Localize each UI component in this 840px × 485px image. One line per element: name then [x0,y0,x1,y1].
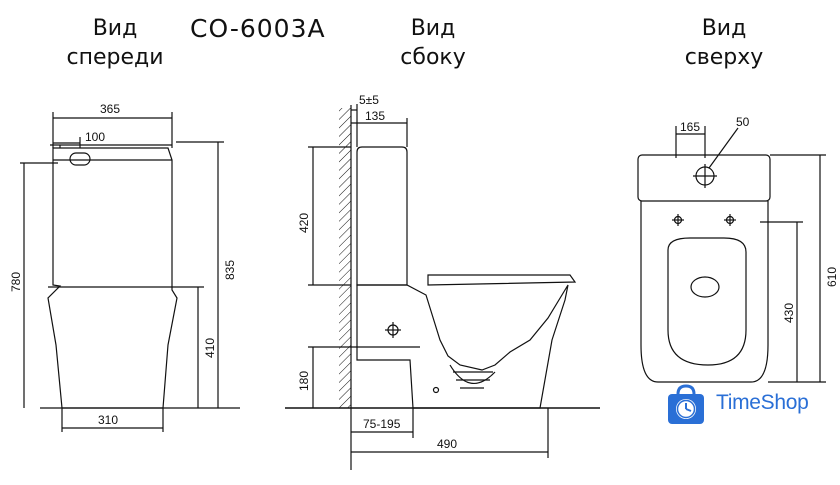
side-view-title: Вид сбоку [378,14,488,72]
front-view-title-line1: Вид [92,16,138,41]
dim-front-base-width: 310 [98,413,118,427]
side-seat [427,274,577,286]
dim-front-total-height: 835 [223,260,237,280]
dim-side-offset: 135 [365,109,385,123]
dim-side-gap: 5±5 [359,93,379,107]
top-bowl [640,201,769,383]
top-drain [690,276,720,298]
side-view-title-line2: сбоку [400,45,466,70]
clock-bag-icon [668,384,704,424]
brand-logo: TimeShop [664,382,836,428]
front-view-title-line2: спереди [66,45,164,70]
dim-top-hole-diameter: 50 [736,115,750,129]
flush-button [69,152,91,166]
top-tank [637,154,771,202]
dim-side-drain-height: 180 [297,371,311,391]
dim-side-drain-range: 75-195 [363,417,401,431]
model-number: CO-6003A [190,14,326,43]
dim-front-width: 365 [100,102,120,116]
side-trap [449,364,496,385]
dim-top-bowl-length: 430 [782,303,796,323]
top-seat-opening [667,237,747,366]
dim-top-depth-total: 610 [825,267,839,287]
dim-front-tank-offset: 100 [85,130,105,144]
top-view-title-line2: сверху [684,45,764,70]
dim-side-depth: 490 [437,437,457,451]
top-view-title: Вид сверху [668,14,780,72]
front-outline [47,145,178,409]
wall-hatch [339,108,351,408]
side-tank [356,146,408,286]
dim-front-tank-height: 780 [9,272,23,292]
dim-side-tank-height: 420 [297,213,311,233]
side-view-title-line1: Вид [410,16,456,41]
dim-front-bowl-height: 410 [203,338,217,358]
top-view [637,126,826,383]
top-view-title-line1: Вид [701,16,747,41]
side-view [285,104,600,470]
front-view [20,112,240,432]
brand-name: TimeShop [716,391,809,414]
dim-top-hole-offset: 165 [680,120,700,134]
front-view-title: Вид спереди [55,14,175,72]
